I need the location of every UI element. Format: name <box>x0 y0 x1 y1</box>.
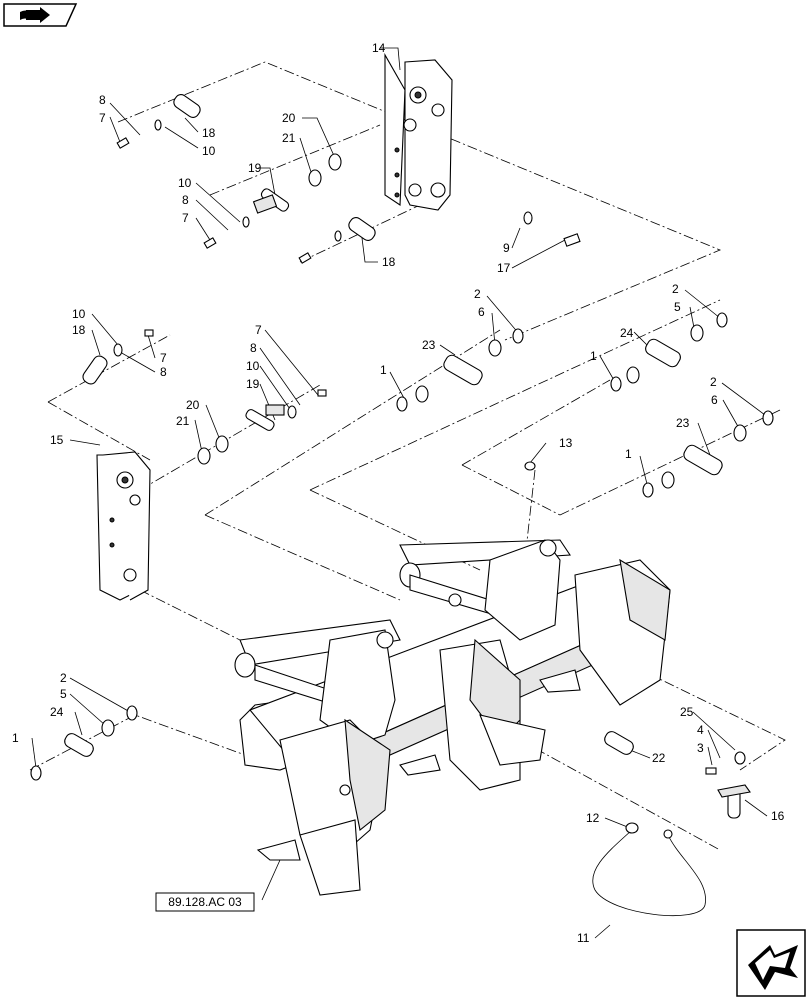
callout-20: 20 <box>282 111 296 125</box>
reference-box[interactable]: 89.128.AC 03 <box>155 892 255 912</box>
link-plate-lower <box>96 451 151 601</box>
callout-7: 7 <box>99 111 106 125</box>
callout-2: 2 <box>474 287 481 301</box>
pin-19-top <box>252 188 290 214</box>
small-hardware <box>30 119 774 781</box>
callout-lines <box>31 47 768 939</box>
callout-22: 22 <box>652 751 666 765</box>
callout-6: 6 <box>711 393 718 407</box>
callout-15: 15 <box>50 433 64 447</box>
callout-20: 20 <box>186 398 200 412</box>
callout-2: 2 <box>672 282 679 296</box>
callout-1: 1 <box>12 731 19 745</box>
callout-25: 25 <box>680 705 694 719</box>
callout-10: 10 <box>202 144 216 158</box>
pin-23-b <box>683 444 723 476</box>
callout-5: 5 <box>674 300 681 314</box>
pin-24-a <box>645 338 681 368</box>
callout-8: 8 <box>250 341 257 355</box>
pin-24-b <box>64 733 94 757</box>
callout-11: 11 <box>577 931 590 945</box>
callout-23: 23 <box>676 416 690 430</box>
callout-19: 19 <box>248 161 262 175</box>
callout-3: 3 <box>697 741 704 755</box>
callout-24: 24 <box>620 326 634 340</box>
next-page-arrow-icon[interactable] <box>736 929 806 997</box>
link-plate-upper <box>384 52 453 211</box>
callout-13: 13 <box>559 436 573 450</box>
callout-18: 18 <box>202 126 216 140</box>
callout-12: 12 <box>586 811 600 825</box>
pin-18-left <box>82 355 108 385</box>
callout-14: 14 <box>372 41 386 55</box>
callout-10: 10 <box>72 307 86 321</box>
lanyard-cable <box>592 822 706 916</box>
pin-19-left <box>245 404 285 431</box>
callout-7: 7 <box>255 323 262 337</box>
callout-21: 21 <box>176 414 190 428</box>
callout-1: 1 <box>625 447 632 461</box>
callout-8: 8 <box>99 93 106 107</box>
callout-5: 5 <box>60 687 67 701</box>
main-frame-assembly <box>234 539 671 896</box>
callout-21: 21 <box>282 131 296 145</box>
callout-6: 6 <box>478 305 485 319</box>
pins <box>64 94 751 819</box>
callout-1: 1 <box>590 349 597 363</box>
callout-16: 16 <box>771 809 785 823</box>
callout-2: 2 <box>710 375 717 389</box>
callout-18: 18 <box>72 323 86 337</box>
pin-18-mid <box>348 217 376 241</box>
pin-18-top <box>173 94 201 118</box>
callout-8: 8 <box>182 193 189 207</box>
callout-4: 4 <box>697 723 704 737</box>
callout-19: 19 <box>246 377 260 391</box>
leader-lines <box>29 61 786 851</box>
pin-22 <box>604 731 634 755</box>
pin-16 <box>717 784 751 819</box>
callout-2: 2 <box>60 671 67 685</box>
callout-7: 7 <box>182 211 189 225</box>
callout-23: 23 <box>422 338 436 352</box>
callout-10: 10 <box>246 359 260 373</box>
callout-7: 7 <box>160 351 167 365</box>
callout-18: 18 <box>382 255 396 269</box>
callout-17: 17 <box>497 261 511 275</box>
callout-24: 24 <box>50 705 64 719</box>
callout-1: 1 <box>380 363 387 377</box>
pin-23-a <box>443 354 483 386</box>
callout-9: 9 <box>503 241 510 255</box>
reference-label[interactable]: 89.128.AC 03 <box>168 895 242 909</box>
callout-8: 8 <box>160 365 167 379</box>
book-arrow-icon[interactable] <box>3 3 78 27</box>
callout-10: 10 <box>178 176 192 190</box>
callout-labels: 8 7 18 10 14 20 21 19 10 8 7 18 9 17 10 … <box>12 41 785 945</box>
